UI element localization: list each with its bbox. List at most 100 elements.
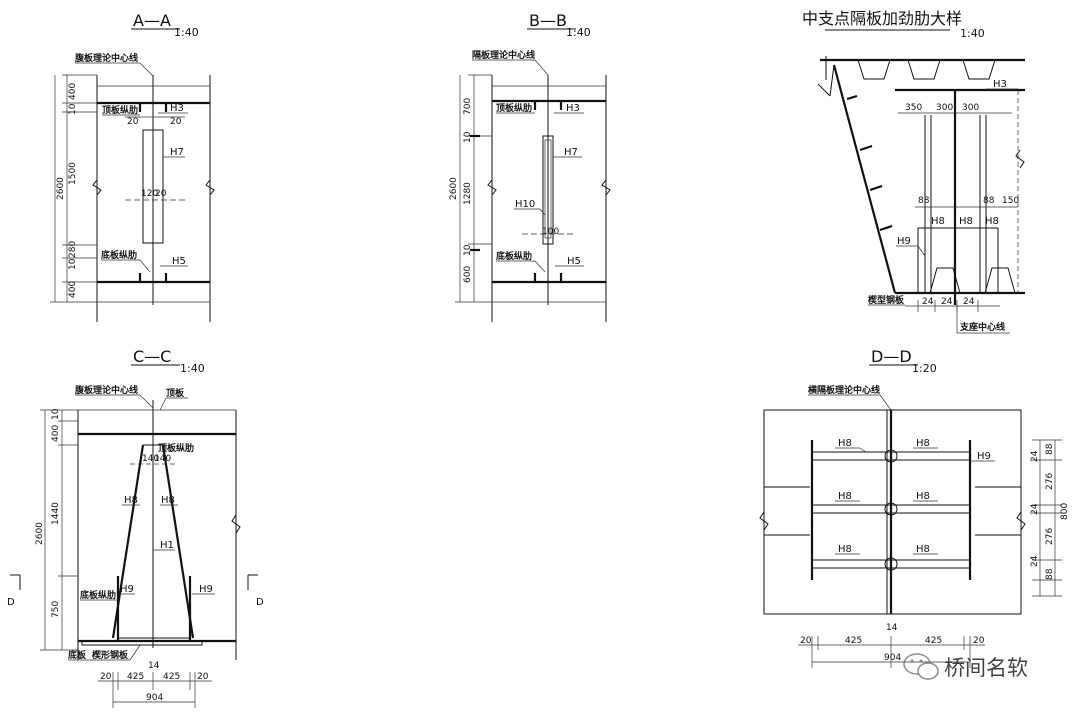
cc-dim-10: 10 xyxy=(51,408,61,420)
mid-dim-300a: 300 xyxy=(936,103,953,113)
cc-bottom-rib-label: 底板纵肋 xyxy=(80,589,116,601)
mid-mark-h3: H3 xyxy=(993,79,1007,90)
dd-dim-20b: 20 xyxy=(973,636,985,646)
mid-support-line-label: 支座中心线 xyxy=(959,321,1005,333)
cc-dim-750: 750 xyxy=(51,601,61,618)
dd-mark-h8c: H8 xyxy=(838,491,852,502)
aa-dim-120: 120 xyxy=(141,189,158,199)
dd-mark-h8b: H8 xyxy=(916,438,930,449)
cc-dim-20a: 20 xyxy=(100,672,112,682)
bb-centerline-label: 隔板理论中心线 xyxy=(472,49,535,61)
cc-section-mark-left: D xyxy=(7,597,15,608)
dd-dim-425a: 425 xyxy=(845,636,862,646)
aa-dim-2600: 2600 xyxy=(56,177,66,200)
cc-mark-h8a: H8 xyxy=(124,495,138,506)
view-dd-scale: 1:20 xyxy=(912,362,937,375)
cc-dim-1440: 1440 xyxy=(51,502,61,525)
bb-mark-h7: H7 xyxy=(564,147,578,158)
bb-dim-600: 600 xyxy=(463,266,473,283)
view-aa-scale: 1:40 xyxy=(174,26,199,39)
bb-bottom-rib-label: 底板纵肋 xyxy=(496,250,532,262)
bb-dim-10-top: 10 xyxy=(463,131,473,143)
aa-dim-10-bot: 10 xyxy=(68,258,78,270)
mid-mark-h8c: H8 xyxy=(985,216,999,227)
dd-mark-h8e: H8 xyxy=(838,544,852,555)
aa-bottom-rib-label: 底板纵肋 xyxy=(101,249,137,261)
dd-dim-24b: 24 xyxy=(1030,503,1040,515)
dd-dim-425b: 425 xyxy=(925,636,942,646)
cc-section-mark-right: D xyxy=(256,597,264,608)
cc-dim-425b: 425 xyxy=(163,672,180,682)
cc-mark-h9a: H9 xyxy=(120,584,134,595)
mid-mark-h9: H9 xyxy=(897,236,911,247)
mid-dim-300b: 300 xyxy=(962,103,979,113)
aa-mark-h3: H3 xyxy=(170,103,184,114)
aa-top-rib-label: 顶板纵肋 xyxy=(102,104,138,116)
cc-wedge-plate-label: 楔形钢板 xyxy=(92,649,129,661)
dd-dim-24a: 24 xyxy=(1030,450,1040,462)
dd-dim-20a: 20 xyxy=(800,636,812,646)
aa-dim-1500: 1500 xyxy=(68,162,78,185)
view-cc-scale: 1:40 xyxy=(180,362,205,375)
dd-mark-h9: H9 xyxy=(977,451,991,462)
cc-top-plate-label: 顶板 xyxy=(166,387,185,399)
mid-dim-24c: 24 xyxy=(963,297,975,307)
dd-dim-904: 904 xyxy=(884,653,901,663)
dd-dim-24c: 24 xyxy=(1030,555,1040,567)
dd-dim-276b: 276 xyxy=(1045,528,1055,545)
dd-dim-800: 800 xyxy=(1060,503,1070,520)
mid-scale: 1:40 xyxy=(960,27,985,40)
mid-title: 中支点隔板加劲肋大样 xyxy=(802,9,962,28)
view-aa-title: A—A xyxy=(133,11,171,30)
mid-dim-24a: 24 xyxy=(922,297,934,307)
aa-dim-280: 280 xyxy=(68,241,78,258)
mid-mark-h8a: H8 xyxy=(931,216,945,227)
aa-dim-20a: 20 xyxy=(127,117,139,127)
cc-mark-h8b: H8 xyxy=(161,495,175,506)
dd-dim-14: 14 xyxy=(886,623,898,633)
view-aa: A—A 1:40 2600 xyxy=(50,11,215,322)
cc-dim-14: 14 xyxy=(148,661,160,671)
bb-top-rib-label: 顶板纵肋 xyxy=(496,102,532,114)
cc-top-rib-label: 顶板纵肋 xyxy=(158,442,194,454)
view-dd-title: D—D xyxy=(871,347,912,366)
mid-wedge-plate-label: 楔型钢板 xyxy=(868,294,905,306)
bb-dim-10-bot: 10 xyxy=(463,244,473,256)
dd-mark-h8a: H8 xyxy=(838,438,852,449)
cc-dim-140a: 140 xyxy=(142,454,159,464)
mid-dim-350: 350 xyxy=(905,103,922,113)
view-bb: B—B 1:40 2600 700 10 xyxy=(449,11,611,322)
bb-dim-100: 100 xyxy=(542,227,559,237)
mid-dim-24b: 24 xyxy=(941,297,953,307)
mid-dim-150: 150 xyxy=(1002,196,1019,206)
cc-dim-904: 904 xyxy=(146,693,163,703)
watermark-text: 桥间名软 xyxy=(944,656,1028,680)
cc-dim-425a: 425 xyxy=(127,672,144,682)
dd-mark-h8f: H8 xyxy=(916,544,930,555)
aa-dim-20b: 20 xyxy=(170,117,182,127)
mid-dim-88a: 88 xyxy=(918,196,930,206)
view-mid-support-detail: 中支点隔板加劲肋大样 1:40 3 xyxy=(802,9,1025,334)
cc-centerline-label: 腹板理论中心线 xyxy=(74,384,138,396)
cc-dim-140b: 140 xyxy=(154,454,171,464)
aa-centerline-label: 腹板理论中心线 xyxy=(74,52,138,64)
aa-dim-10-top: 10 xyxy=(68,103,78,115)
bb-mark-h5: H5 xyxy=(567,256,581,267)
cc-dim-20b: 20 xyxy=(197,672,209,682)
wechat-logo-icon xyxy=(903,653,939,680)
bb-dim-1280: 1280 xyxy=(463,182,473,205)
cc-dim-400: 400 xyxy=(51,425,61,442)
cc-mark-h1: H1 xyxy=(160,540,174,551)
view-dd: D—D 1:20 xyxy=(759,347,1070,668)
bb-dim-2600: 2600 xyxy=(449,177,459,200)
bb-dim-700: 700 xyxy=(463,98,473,115)
dd-centerline-label: 横隔板理论中心线 xyxy=(808,384,880,396)
dd-mark-h8d: H8 xyxy=(916,491,930,502)
view-bb-title: B—B xyxy=(529,11,567,30)
aa-dim-400-top: 400 xyxy=(68,83,78,100)
bb-mark-h10: H10 xyxy=(515,199,535,210)
aa-dim-400-bot: 400 xyxy=(68,281,78,298)
dd-dim-88b: 88 xyxy=(1045,568,1055,580)
dd-dim-276a: 276 xyxy=(1045,473,1055,490)
